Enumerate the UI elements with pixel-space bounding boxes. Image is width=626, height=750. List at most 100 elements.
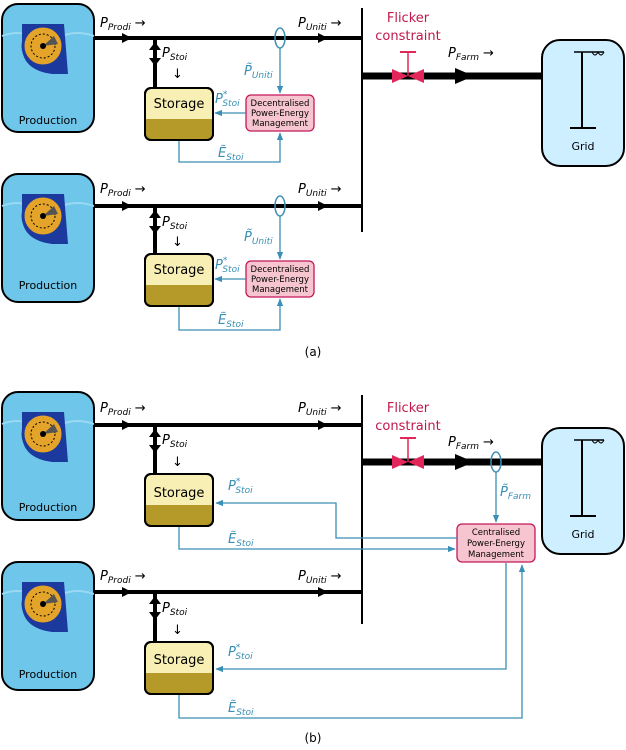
p-sto-star-a1: P*Stoi: [215, 90, 240, 109]
storage-label: Storage: [154, 486, 205, 501]
svg-text:constraint: constraint: [375, 419, 440, 434]
production-label: Production: [19, 668, 78, 681]
caption-b: (b): [305, 731, 322, 745]
svg-text:Decentralised: Decentralised: [251, 99, 310, 109]
grid-box-a: Grid: [541, 39, 625, 167]
storage-box-b2: Storage: [144, 641, 214, 695]
p-farm-label-a: PFarm→: [448, 46, 494, 63]
flicker-constraint-b: Flicker constraint: [375, 401, 441, 469]
svg-text:PUniti→: PUniti→: [298, 401, 342, 418]
svg-text:PUniti→: PUniti→: [298, 16, 342, 33]
svg-text:PFarm→: PFarm→: [448, 435, 494, 452]
p-unit-label-a1: PUniti→: [298, 16, 342, 33]
production-unit-4: Production: [1, 561, 95, 691]
caption-a: (a): [305, 345, 322, 359]
production-unit-3: Production: [1, 391, 95, 521]
svg-text:Power-Energy: Power-Energy: [251, 109, 309, 119]
svg-text:constraint: constraint: [375, 29, 440, 44]
p-sto-star-b2: P*Stoi: [228, 643, 253, 662]
svg-text:PUniti→: PUniti→: [298, 182, 342, 199]
p-sto-label-a1: PStoi ↓: [162, 46, 188, 82]
svg-text:Management: Management: [252, 285, 309, 295]
svg-text:Centralised: Centralised: [472, 528, 520, 538]
svg-text:Flicker: Flicker: [387, 401, 430, 416]
svg-text:Management: Management: [252, 119, 309, 129]
svg-text:PProdi→: PProdi→: [100, 182, 146, 199]
turbine-icon: [21, 24, 68, 74]
svg-text:P*Stoi: P*Stoi: [228, 643, 253, 662]
p-sto-star-a2: P*Stoi: [215, 256, 240, 275]
central-mgmt: Centralised Power-Energy Management: [456, 523, 536, 563]
e-sto-tilde-a1: ẼStoi: [218, 145, 244, 163]
svg-text:PProdi→: PProdi→: [100, 569, 146, 586]
decentral-mgmt-a1: Decentralised Power-Energy Management: [245, 94, 315, 132]
p-sto-label-b1: PStoi ↓: [162, 433, 188, 470]
svg-text:PStoi: PStoi: [162, 215, 188, 232]
p-sto-label-b2: PStoi ↓: [162, 601, 188, 638]
e-sto-tilde-b1: ẼStoi: [228, 531, 254, 549]
storage-box-a1: Storage: [144, 87, 214, 141]
p-prod-label-b1: PProdi→: [100, 401, 146, 418]
pylon-icon: [570, 439, 605, 517]
storage-label: Storage: [154, 653, 205, 668]
svg-text:ẼStoi: ẼStoi: [228, 700, 254, 718]
turbine-icon: [21, 582, 68, 632]
turbine-icon: [21, 412, 68, 462]
svg-text:ẼStoi: ẼStoi: [228, 531, 254, 549]
storage-box-b1: Storage: [144, 473, 214, 527]
svg-text:PStoi: PStoi: [162, 433, 188, 450]
svg-text:PFarm→: PFarm→: [448, 46, 494, 63]
p-sto-label-a2: PStoi ↓: [162, 215, 188, 250]
storage-label: Storage: [154, 97, 205, 112]
p-farm-label-b: PFarm→: [448, 435, 494, 452]
svg-text:↓: ↓: [172, 455, 183, 470]
grid-label: Grid: [571, 140, 594, 153]
p-prod-label-a2: PProdi→: [100, 182, 146, 199]
grid-label: Grid: [571, 528, 594, 541]
storage-box-a2: Storage: [144, 253, 214, 307]
panel-b: Production PProdi→ PUniti→ PStoi ↓ Stora…: [1, 391, 625, 745]
svg-text:ẼStoi: ẼStoi: [218, 145, 244, 163]
svg-text:Power-Energy: Power-Energy: [467, 539, 525, 549]
svg-text:P̃Uniti: P̃Uniti: [244, 230, 273, 247]
svg-text:ẼStoi: ẼStoi: [218, 312, 244, 330]
production-label: Production: [19, 114, 78, 127]
grid-box-b: Grid: [541, 427, 625, 555]
p-unit-label-b2: PUniti→: [298, 569, 342, 586]
p-unit-label-b1: PUniti→: [298, 401, 342, 418]
p-unit-label-a2: PUniti→: [298, 182, 342, 199]
svg-text:Power-Energy: Power-Energy: [251, 275, 309, 285]
p-unit-tilde-a2: P̃Uniti: [244, 230, 273, 247]
svg-text:P̃Farm: P̃Farm: [500, 485, 531, 502]
svg-text:P̃Uniti: P̃Uniti: [244, 64, 273, 81]
svg-text:P*Stoi: P*Stoi: [215, 256, 240, 275]
svg-text:PStoi: PStoi: [162, 601, 188, 618]
p-prod-label-a1: PProdi→: [100, 16, 146, 33]
svg-text:PUniti→: PUniti→: [298, 569, 342, 586]
production-unit-1: Production: [1, 3, 95, 133]
production-label: Production: [19, 279, 78, 292]
svg-text:PProdi→: PProdi→: [100, 401, 146, 418]
production-label: Production: [19, 501, 78, 514]
svg-text:↓: ↓: [172, 235, 183, 250]
svg-text:Flicker: Flicker: [387, 11, 430, 26]
e-sto-tilde-b2: ẼStoi: [228, 700, 254, 718]
svg-text:↓: ↓: [172, 623, 183, 638]
svg-text:Decentralised: Decentralised: [251, 265, 310, 275]
flicker-constraint-a: Flicker constraint: [375, 11, 441, 83]
svg-text:PStoi: PStoi: [162, 46, 188, 63]
p-prod-label-b2: PProdi→: [100, 569, 146, 586]
panel-a: Production PProdi→ PUniti→ PStoi ↓ Stora…: [1, 3, 625, 359]
pylon-icon: [570, 51, 605, 129]
p-unit-tilde-a1: P̃Uniti: [244, 64, 273, 81]
storage-label: Storage: [154, 263, 205, 278]
turbine-icon: [21, 194, 68, 244]
e-sto-tilde-a2: ẼStoi: [218, 312, 244, 330]
svg-text:Management: Management: [468, 550, 525, 560]
svg-text:↓: ↓: [172, 67, 183, 82]
svg-text:P*Stoi: P*Stoi: [215, 90, 240, 109]
decentral-mgmt-a2: Decentralised Power-Energy Management: [245, 260, 315, 298]
svg-text:P*Stoi: P*Stoi: [228, 477, 253, 496]
p-farm-tilde: P̃Farm: [500, 485, 531, 502]
p-sto-star-b1: P*Stoi: [228, 477, 253, 496]
